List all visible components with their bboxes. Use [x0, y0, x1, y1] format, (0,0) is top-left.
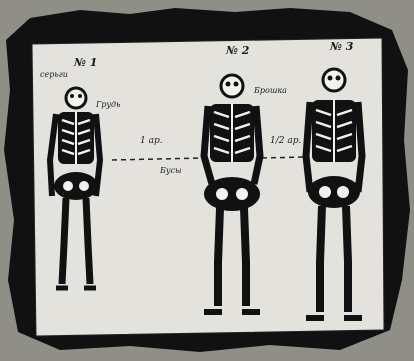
skull — [66, 88, 86, 108]
earrings-label: серьги — [40, 70, 68, 79]
skull — [221, 75, 243, 97]
distance-right-label: 1/2 ар. — [270, 136, 301, 146]
skull — [323, 69, 345, 91]
brooch-label: Брошка — [254, 86, 287, 95]
skeleton-3-number: № 3 — [330, 40, 353, 53]
pelvis — [54, 172, 98, 200]
chest-label: Грудь — [96, 100, 120, 109]
skeleton-1-number: № 1 — [74, 56, 97, 69]
beads-label: Бусы — [160, 166, 182, 175]
skeleton-2-number: № 2 — [226, 44, 249, 57]
pelvis — [204, 177, 260, 211]
pelvis — [308, 176, 360, 208]
distance-left-label: 1 ар. — [140, 136, 163, 146]
